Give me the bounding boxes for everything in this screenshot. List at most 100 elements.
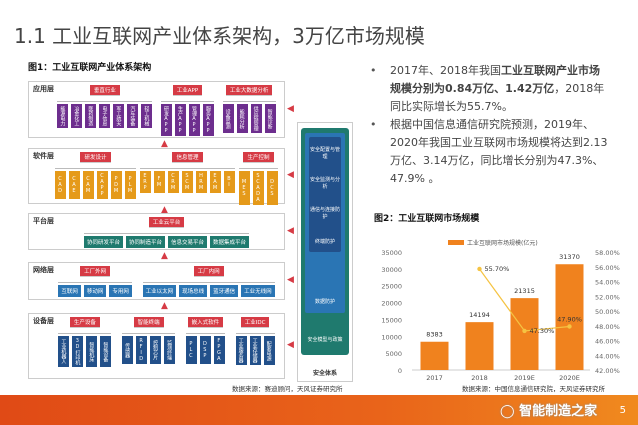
group-header: 工业大数据分析 — [225, 85, 273, 96]
market-size-chart: 0500010000150002000025000300003500042.00… — [381, 239, 620, 382]
growth-rate-point — [522, 328, 527, 334]
layer-group: 垂直行业能源电力冶金化工医药制造电子信息军工航天汽车装备轻工机械 — [57, 85, 153, 128]
footer-band — [0, 395, 638, 425]
bar — [465, 322, 494, 370]
y-right-tick-label: 54.00% — [595, 279, 620, 287]
y-right-tick-label: 52.00% — [595, 293, 620, 301]
bar-value-label: 14194 — [469, 311, 490, 319]
component-box: CAE — [69, 171, 80, 199]
component-box: 管理APP — [188, 104, 200, 136]
layer-group: 工业云平台协同研发平台协同制造平台信息交易平台数据集成平台 — [83, 217, 250, 248]
security-item: 安全模型与政策 — [307, 337, 343, 343]
growth-rate-point — [567, 324, 572, 329]
group-header: 生产控制 — [243, 152, 274, 163]
component-box: 能源电力 — [57, 104, 69, 128]
component-box: MES — [239, 171, 250, 205]
component-box: CAD — [55, 171, 66, 199]
component-box: 工业机器人 — [58, 336, 70, 367]
layer-4: 网络层工厂外网互联网移动网专用网工厂内网工业以太网现场总线蓝牙通信工业无线网 — [28, 262, 285, 300]
component-box: 医药制造 — [85, 104, 97, 128]
source-note-1: 数据来源：赛迪顾问，天风证券研究所 — [232, 385, 343, 393]
component-box: 工业服务器 — [235, 336, 247, 365]
component-box: 工业以太网 — [142, 285, 177, 297]
slide-title: 1.1 工业互联网产业体系架构，3万亿市场规模 — [14, 24, 425, 48]
bullet-1: 2017年、2018年我国工业互联网产业市场规模分别为0.84万亿、1.42万亿… — [370, 62, 610, 116]
component-box: 轻工机械 — [141, 104, 153, 128]
bar-value-label: 21315 — [514, 287, 535, 295]
component-box: BI — [224, 171, 235, 193]
layer-groups: 工业云平台协同研发平台协同制造平台信息交易平台数据集成平台 — [29, 214, 284, 249]
component-box: PLM — [125, 171, 136, 199]
component-box: RFID — [136, 336, 148, 364]
component-box: CAM — [83, 171, 94, 199]
arrow-left-icon: ◀ — [287, 340, 294, 350]
y-left-tick-label: 35000 — [381, 249, 402, 257]
y-right-tick-label: 46.00% — [595, 338, 620, 346]
bar — [555, 264, 584, 370]
y-right-tick-label: 44.00% — [595, 352, 620, 360]
component-box: DSP — [199, 336, 211, 364]
group-items: 能源电力冶金化工医药制造电子信息军工航天汽车装备轻工机械 — [57, 101, 153, 128]
component-box: DCS — [267, 171, 278, 205]
component-box: 生产APP — [174, 104, 186, 136]
component-box: 数据集成平台 — [210, 236, 250, 248]
y-left-tick-label: 25000 — [381, 283, 402, 291]
bar-value-label: 8383 — [426, 331, 443, 339]
component-box: HRM — [196, 171, 207, 193]
security-item: 安全配置与管理 — [309, 147, 340, 160]
group-header: 工厂内网 — [193, 266, 224, 277]
layer-name: 平台层 — [33, 217, 54, 225]
layer-groups: 工厂外网互联网移动网专用网工厂内网工业以太网现场总线蓝牙通信工业无线网 — [29, 263, 284, 299]
component-box: 专用网 — [109, 285, 132, 297]
source-note-2: 数据来源：中国信息通信研究院，天风证券研究所 — [462, 385, 605, 393]
component-box: 监测终端 — [164, 336, 176, 364]
layer-name: 应用层 — [33, 85, 54, 93]
component-box: 军工航天 — [113, 104, 125, 128]
component-box: ERP — [140, 171, 151, 193]
y-right-tick-label: 56.00% — [595, 264, 620, 272]
component-box: 移动网 — [83, 285, 107, 297]
group-header: 信息管理 — [172, 152, 203, 163]
figure2-caption: 图2：工业互联网市场规模 — [374, 214, 480, 224]
y-left-tick-label: 0 — [398, 367, 402, 375]
arrow-left-icon: ◀ — [287, 103, 294, 114]
arrow-up-icon: ▲ — [161, 205, 168, 215]
security-item: 通信与连接防护 — [309, 207, 340, 220]
group-items: 工业服务器工业存储器配套电源 — [235, 333, 275, 365]
component-box: 协同研发平台 — [83, 236, 123, 248]
growth-rate-point — [477, 266, 482, 272]
group-items: 工业以太网现场总线蓝牙通信工业无线网 — [142, 282, 275, 297]
group-header: 工业云平台 — [148, 217, 185, 228]
component-box: FPGA — [213, 336, 225, 364]
y-left-tick-label: 20000 — [381, 300, 402, 308]
x-tick-label: 2020E — [559, 374, 580, 382]
component-box: 工业存储器 — [249, 336, 261, 365]
bar — [420, 341, 449, 370]
growth-rate-label: 47.30% — [530, 327, 555, 335]
page-number: 5 — [619, 405, 626, 416]
y-right-tick-label: 42.00% — [595, 367, 620, 375]
component-box: 研发APP — [160, 104, 172, 136]
group-header: 生产设备 — [69, 317, 100, 328]
component-box: CAPP — [97, 171, 108, 199]
group-header: 研发设计 — [80, 152, 111, 163]
layer-name: 网络层 — [33, 266, 54, 274]
component-box: FM — [154, 171, 165, 193]
layer-1: 应用层垂直行业能源电力冶金化工医药制造电子信息军工航天汽车装备轻工机械工业APP… — [28, 81, 285, 138]
component-box: 控制芯片 — [150, 336, 162, 364]
layer-3: 平台层工业云平台协同研发平台协同制造平台信息交易平台数据集成平台 — [28, 213, 285, 250]
